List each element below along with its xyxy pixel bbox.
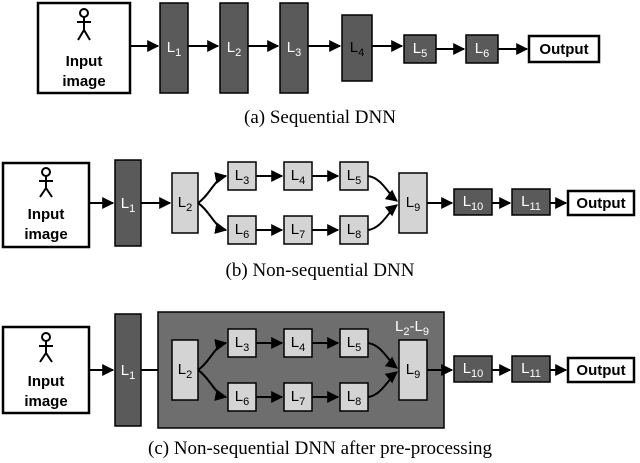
layer-c-l1 xyxy=(114,313,142,427)
layer-b-l6 xyxy=(227,215,257,245)
layer-b-l1 xyxy=(114,159,142,247)
arrow xyxy=(367,175,398,202)
caption-c: (c) Non-sequential DNN after pre-process… xyxy=(148,438,492,459)
stick-figure-icon xyxy=(77,8,91,41)
layer-b-l9 xyxy=(398,172,428,234)
input-label-line2: image xyxy=(24,226,67,243)
panel-a-sequential: Input image L1 L2 L3 L4 L5 L6 Output (a)… xyxy=(36,1,601,128)
panel-b-nonsequential: Input image L1 L2 L3 L4 L5 L6 L7 L8 L9 xyxy=(1,159,636,281)
layer-c-l10-label: L10 xyxy=(463,360,484,380)
layer-c-l11 xyxy=(511,355,551,383)
layer-b-l11-label: L11 xyxy=(521,193,541,213)
input-label-line1: Input xyxy=(28,373,65,390)
layer-c-l8-label: L8 xyxy=(347,388,361,408)
stick-figure-icon xyxy=(39,167,53,198)
layer-b-l7-label: L7 xyxy=(291,221,305,241)
layer-b-l3 xyxy=(227,161,257,191)
output-label-c: Output xyxy=(576,362,625,379)
layer-a-l3-label: L3 xyxy=(287,39,301,59)
input-label-line1: Input xyxy=(28,206,65,223)
layer-c-l4-label: L4 xyxy=(291,334,305,354)
output-label-a: Output xyxy=(539,41,588,58)
arrow xyxy=(197,202,228,234)
layer-b-l1-label: L1 xyxy=(121,195,135,215)
layer-c-l4 xyxy=(283,328,313,358)
layer-a-l5-label: L5 xyxy=(413,40,427,60)
output-box-c xyxy=(566,356,636,384)
arrow xyxy=(197,369,228,401)
layer-b-l5-label: L5 xyxy=(347,167,361,187)
arrow xyxy=(197,172,228,204)
layer-a-l1-label: L1 xyxy=(167,39,181,59)
layer-b-l8-label: L8 xyxy=(347,221,361,241)
layer-b-l10-label: L10 xyxy=(463,193,484,213)
layer-c-l5-label: L5 xyxy=(347,334,361,354)
panel-c-preprocessed: Input image L1 L2-L9 L2 L3 L4 L5 L6 L7 L… xyxy=(1,311,636,459)
layer-a-l5 xyxy=(403,34,437,64)
layer-b-l9-label: L9 xyxy=(406,194,420,214)
input-label-line1: Input xyxy=(66,53,103,70)
layer-c-l8 xyxy=(339,382,369,412)
layer-b-l2-label: L2 xyxy=(178,194,192,214)
layer-a-l1 xyxy=(159,2,189,94)
layer-c-l6 xyxy=(227,382,257,412)
stick-figure-icon xyxy=(39,332,53,363)
layer-a-l4-label: L4 xyxy=(350,39,364,59)
layer-b-l10 xyxy=(453,188,493,216)
layer-c-l9-label: L9 xyxy=(406,361,420,381)
layer-a-l6 xyxy=(465,34,499,64)
layer-b-l4-label: L4 xyxy=(291,167,305,187)
input-label-line2: image xyxy=(62,73,105,90)
caption-b: (b) Non-sequential DNN xyxy=(226,260,415,281)
output-label-b: Output xyxy=(576,195,625,212)
arrow xyxy=(197,339,228,371)
layer-b-l4 xyxy=(283,161,313,191)
caption-a: (a) Sequential DNN xyxy=(244,107,396,128)
layer-c-l9 xyxy=(398,339,428,401)
layer-a-l3 xyxy=(279,2,309,94)
layer-a-l4 xyxy=(341,14,373,82)
output-box-b xyxy=(566,189,636,217)
layer-a-l2 xyxy=(219,2,249,94)
layer-b-l3-label: L3 xyxy=(235,167,249,187)
layer-b-l6-label: L6 xyxy=(235,221,249,241)
input-label-line2: image xyxy=(24,393,67,410)
arrow xyxy=(367,204,398,231)
arrow xyxy=(367,342,398,369)
layer-c-l3-label: L3 xyxy=(235,334,249,354)
arrow xyxy=(367,371,398,398)
layer-c-l6-label: L6 xyxy=(235,388,249,408)
layer-c-l1-label: L1 xyxy=(121,362,135,382)
layer-c-l10 xyxy=(453,355,493,383)
layer-a-l6-label: L6 xyxy=(475,40,489,60)
output-box-a xyxy=(527,34,601,64)
group-label: L2-L9 xyxy=(395,318,429,338)
layer-c-l7-label: L7 xyxy=(291,388,305,408)
layer-c-l11-label: L11 xyxy=(521,360,541,380)
layer-c-l2-label: L2 xyxy=(178,361,192,381)
layer-a-l2-label: L2 xyxy=(227,39,241,59)
layer-b-l8 xyxy=(339,215,369,245)
